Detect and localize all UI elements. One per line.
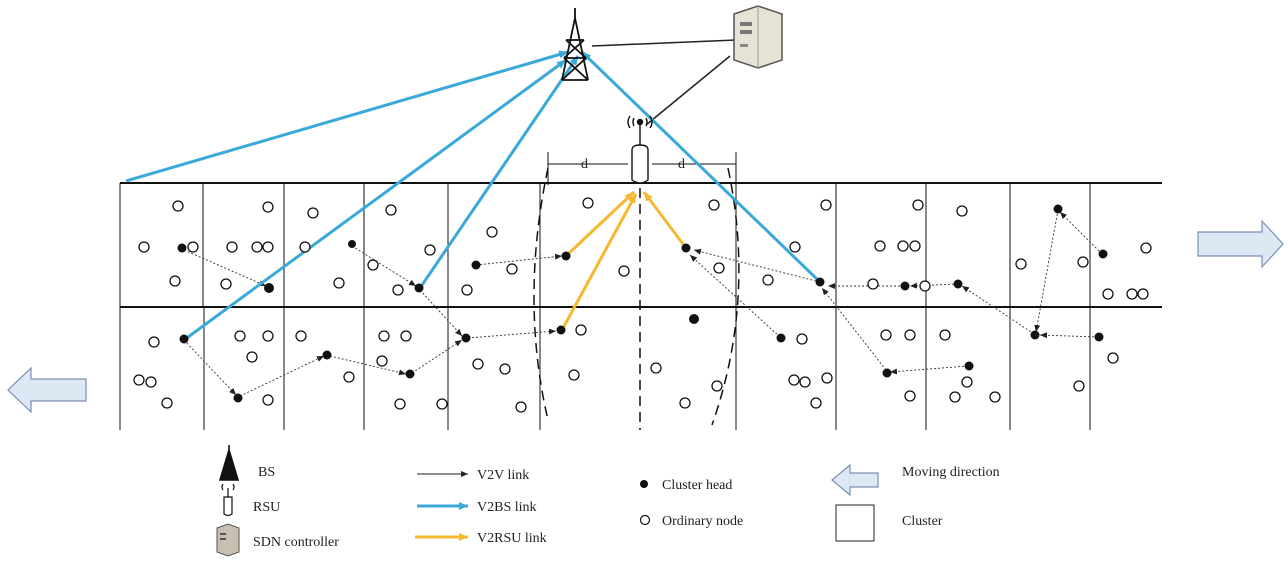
distance-label-right: d bbox=[678, 157, 685, 172]
legend-rsu-icon bbox=[221, 483, 235, 517]
legend-ordinary-node-label: Ordinary node bbox=[662, 514, 743, 529]
v2v-links bbox=[183, 209, 1103, 397]
legend-v2v-label: V2V link bbox=[477, 468, 529, 483]
legend-sdn-label: SDN controller bbox=[253, 535, 339, 550]
legend-cluster-head-label: Cluster head bbox=[662, 478, 732, 493]
moving-direction-right-arrow-icon bbox=[1197, 219, 1284, 269]
rsu-icon bbox=[627, 115, 653, 184]
legend-sdn-icon bbox=[216, 523, 240, 557]
legend-bs-icon bbox=[218, 445, 240, 481]
legend: BS RSU SDN controller V2V link V2BS link… bbox=[216, 445, 1000, 557]
legend-cluster-swatch bbox=[835, 504, 875, 542]
v2bs-links bbox=[125, 50, 822, 342]
ordinary-nodes bbox=[133, 197, 1152, 413]
legend-bs-label: BS bbox=[258, 465, 275, 480]
legend-moving-direction-label: Moving direction bbox=[902, 465, 1000, 480]
distance-label-left: d bbox=[581, 157, 588, 172]
legend-ordinary-node-swatch bbox=[639, 514, 651, 526]
distance-markers bbox=[547, 152, 737, 185]
sdn-controller-icon bbox=[733, 5, 783, 69]
rsu-coverage bbox=[533, 167, 740, 430]
legend-v2rsu-label: V2RSU link bbox=[477, 531, 547, 546]
moving-direction-left-arrow-icon bbox=[7, 366, 87, 414]
legend-v2bs-label: V2BS link bbox=[477, 500, 537, 515]
road-grid bbox=[119, 182, 1162, 430]
v2rsu-links bbox=[560, 190, 688, 331]
backhaul-links bbox=[591, 39, 737, 126]
legend-rsu-label: RSU bbox=[253, 500, 280, 515]
legend-moving-direction-arrow-icon bbox=[831, 463, 879, 497]
bs-tower-icon bbox=[561, 8, 589, 81]
legend-cluster-label: Cluster bbox=[902, 514, 943, 529]
legend-cluster-head-swatch bbox=[640, 480, 648, 488]
cluster-heads bbox=[177, 204, 1108, 403]
